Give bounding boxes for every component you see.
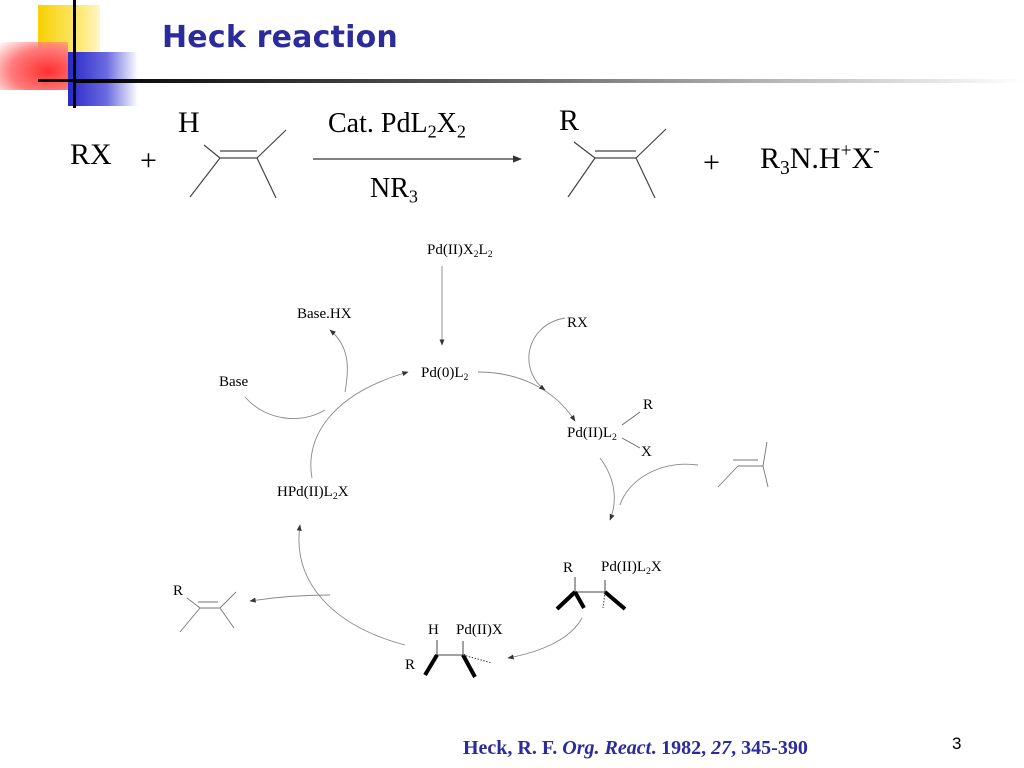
oxadd-bonds	[621, 411, 641, 449]
cycle-arrow-oxadd-to-insertion	[599, 457, 615, 521]
base-hx-exit-arrow	[329, 329, 348, 393]
plus-sign-1: +	[140, 144, 157, 177]
beta-r-label: R	[405, 657, 416, 673]
beta-hydride-intermediate-structure	[423, 640, 493, 678]
cycle-arrow-beta-to-hydride	[296, 524, 406, 646]
r-substituent-label: R	[559, 104, 580, 137]
insertion-intermediate-structure	[555, 577, 627, 611]
oxadd-x-label: X	[641, 444, 652, 460]
cycle-arrow-pd0-to-oxadd	[477, 371, 576, 422]
citation: Heck, R. F. Org. React. 1982, 27, 345-39…	[463, 737, 808, 759]
cycle-arrow-insertion-to-beta	[507, 617, 583, 660]
page-number: 3	[952, 734, 962, 753]
slide-title: Heck reaction	[162, 20, 398, 55]
vertical-line	[73, 0, 76, 108]
product-release-arrow	[249, 594, 331, 603]
alkene-reactant-structure	[189, 129, 287, 199]
base-label: NR3	[370, 173, 418, 207]
base-entry-arrow	[244, 396, 326, 419]
reactant-rx: RX	[70, 138, 112, 171]
insertion-r-label: R	[563, 560, 574, 576]
ammonium-salt-label: R3N.H+X-	[760, 140, 880, 179]
rx-entry-arrow	[528, 317, 566, 391]
base-label-cycle: Base	[219, 374, 249, 390]
plus-sign-2: +	[703, 146, 720, 179]
beta-pd-label: Pd(II)X	[456, 622, 503, 638]
alkene-product-structure	[567, 128, 667, 199]
pd0-label: Pd(0)L2	[421, 365, 469, 383]
beta-h-label: H	[428, 622, 439, 638]
hydrogen-label: H	[178, 106, 200, 139]
rx-label: RX	[567, 315, 588, 331]
oxadd-r-label: R	[643, 397, 654, 413]
cycle-arrow-hydride-to-pd0	[310, 371, 409, 479]
insertion-pd-label: Pd(II)L2X	[601, 559, 662, 577]
product-r-label: R	[173, 583, 184, 599]
cycle-product-alkene-structure	[179, 591, 237, 633]
cycle-alkene-structure	[717, 441, 769, 488]
catalyst-label: Cat. PdL2X2	[328, 108, 466, 142]
precatalyst-label: Pd(II)X2L2	[427, 242, 493, 260]
title-underline	[76, 79, 1024, 83]
oxadd-pd-label: Pd(II)L2	[567, 425, 617, 443]
base-hx-label: Base.HX	[297, 306, 352, 322]
red-square	[0, 42, 68, 90]
hydride-complex-label: HPd(II)L2X	[277, 484, 349, 502]
alkene-entry-arrow	[619, 463, 699, 506]
